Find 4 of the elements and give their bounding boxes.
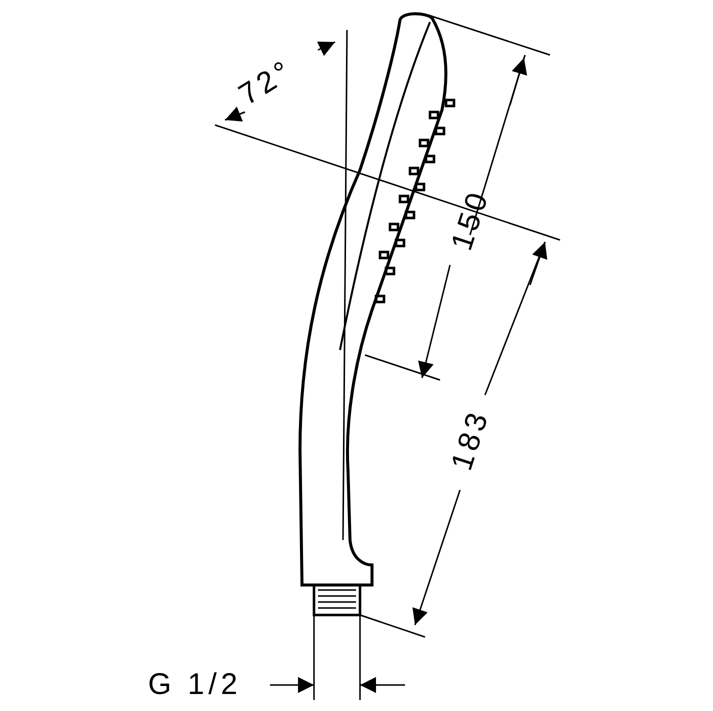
dimension-label: 183 xyxy=(447,406,495,474)
thread-size-label: G 1/2 xyxy=(148,670,242,700)
dimension-label: 150 xyxy=(447,186,495,254)
angle-label: 72° xyxy=(234,55,299,111)
